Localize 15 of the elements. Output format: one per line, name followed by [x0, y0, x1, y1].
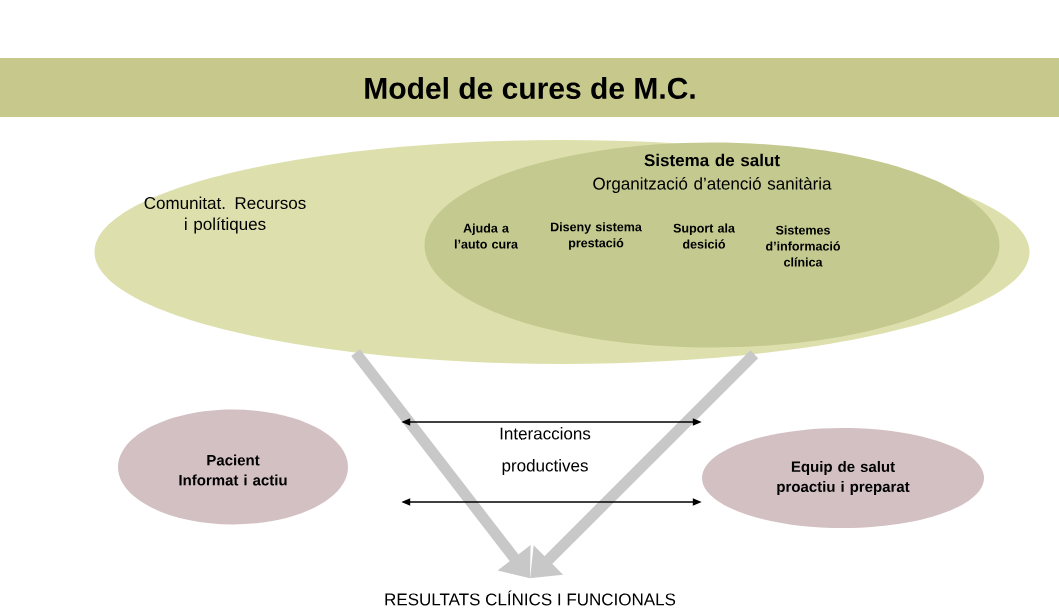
title-band: Model de cures de M.C.	[0, 58, 1059, 117]
interaction-label: Interaccions productives	[500, 427, 591, 475]
patient-blob	[118, 409, 348, 525]
outcome-text: RESULTATS CLÍNICS I FUNCIONALS	[385, 590, 676, 606]
team-blob	[702, 428, 984, 528]
blob-label: Equip de salut proactiu i preparat	[777, 461, 910, 495]
component-label: Ajuda a l’auto cura	[454, 223, 519, 249]
heading: Sistema de salut	[644, 153, 780, 167]
community-label: Comunitat. Recursos i polítiques	[144, 196, 306, 234]
component-label: Sistemes d’informació clínica	[766, 225, 841, 267]
blob-label: Pacient Informat i actiu	[179, 454, 287, 486]
health-system-ellipse	[424, 142, 1000, 348]
component-label: Diseny sistema prestació	[551, 222, 642, 250]
subheading: Organització d’atenció sanitària	[593, 176, 832, 193]
component-label: Suport ala desició	[673, 223, 735, 249]
